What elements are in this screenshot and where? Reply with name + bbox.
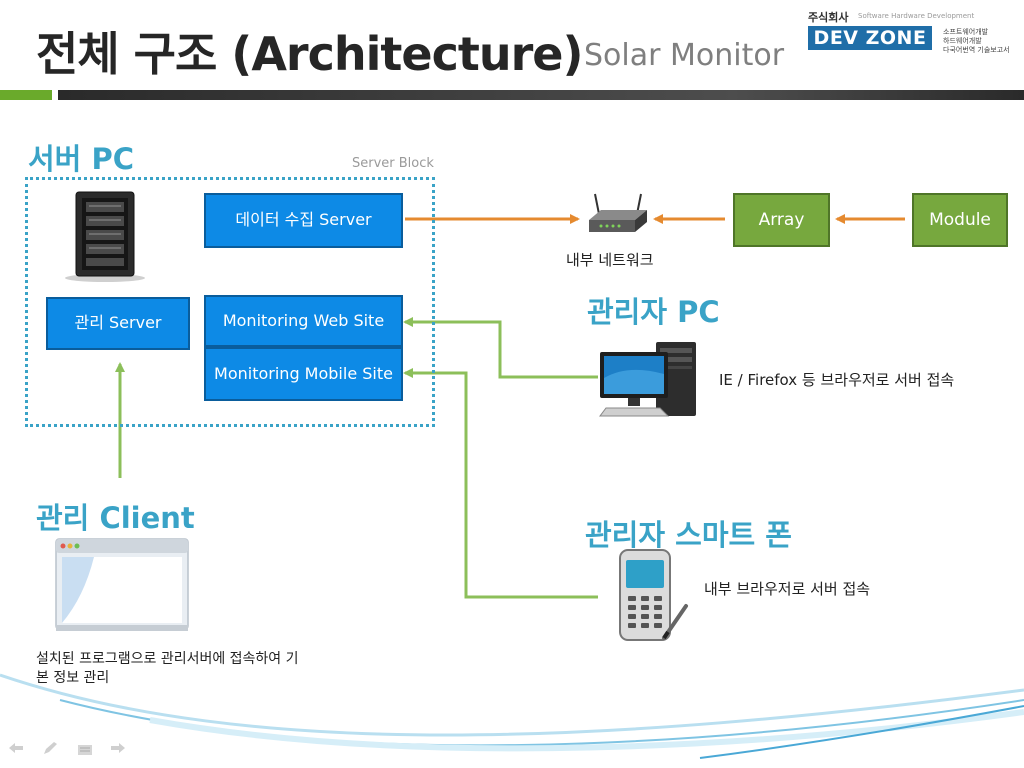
monitoring-web-site-box: Monitoring Web Site [204,295,403,347]
data-collect-server-box: 데이터 수집 Server [204,193,403,248]
application-window-icon [54,537,190,633]
array-box: Array [733,193,830,247]
logo-line-translation: 다국어번역 기술보고서 [943,46,1010,54]
smartphone-note: 내부 브라우저로 서버 접속 [704,580,871,598]
prev-arrow-icon[interactable] [8,740,24,754]
logo-company: 주식회사 [808,11,849,24]
smartphone-icon [612,548,692,644]
logo-name: DEV ZONE [808,26,932,50]
page-subtitle: Solar Monitor [584,38,785,73]
desktop-computer-icon [598,338,700,420]
router-icon [585,192,651,238]
header-divider-bar [58,90,1024,100]
admin-client-desc: 설치된 프로그램으로 관리서버에 접속하여 기본 정보 관리 [36,651,299,686]
smartphone-title: 관리자 스마트 폰 [585,518,792,552]
next-arrow-icon[interactable] [110,740,126,754]
manage-server-box: 관리 Server [46,297,190,350]
server-pc-title: 서버 PC [28,142,134,176]
server-block [25,177,435,427]
page-title: 전체 구조 (Architecture) [36,27,584,81]
pen-icon[interactable] [42,740,58,754]
monitoring-mobile-site-box: Monitoring Mobile Site [204,347,403,401]
router-label: 내부 네트워크 [566,251,654,269]
server-tower-icon [62,190,148,282]
logo-tagline: Software Hardware Development [858,12,975,20]
admin-pc-title: 관리자 PC [587,295,720,329]
admin-client-title: 관리 Client [36,501,195,535]
logo-line-software: 소프트웨어개발 [943,28,989,36]
server-block-label: Server Block [352,156,434,171]
module-box: Module [912,193,1008,247]
admin-pc-note: IE / Firefox 등 브라우저로 서버 접속 [719,371,955,389]
header-accent-bar [0,90,52,100]
arrow-pc-to-web [403,317,598,379]
arrow-phone-to-mobile [403,368,598,599]
logo-line-hardware: 하드웨어개발 [943,37,982,45]
menu-icon[interactable] [77,741,93,755]
